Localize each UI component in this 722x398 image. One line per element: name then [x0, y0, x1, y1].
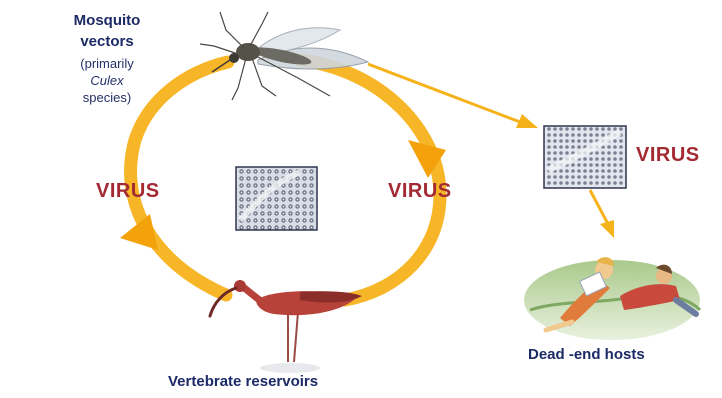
vertebrate-reservoirs-label: Vertebrate reservoirs	[168, 373, 318, 390]
virus-label-right: VIRUS	[636, 144, 700, 167]
dead-end-hosts-label: Dead -end hosts	[528, 346, 645, 363]
virus-micrograph-icon	[236, 167, 317, 230]
virus-label-left: VIRUS	[96, 180, 160, 203]
mosquito-vectors-label: Mosquito vectors	[52, 10, 162, 52]
ibis-bird-icon	[210, 280, 362, 373]
mosquito-species-note: (primarily Culex species)	[52, 55, 162, 106]
people-reclining-icon	[524, 257, 700, 340]
virus-label-center: VIRUS	[388, 180, 452, 203]
virus-micrograph-icon	[544, 126, 626, 188]
